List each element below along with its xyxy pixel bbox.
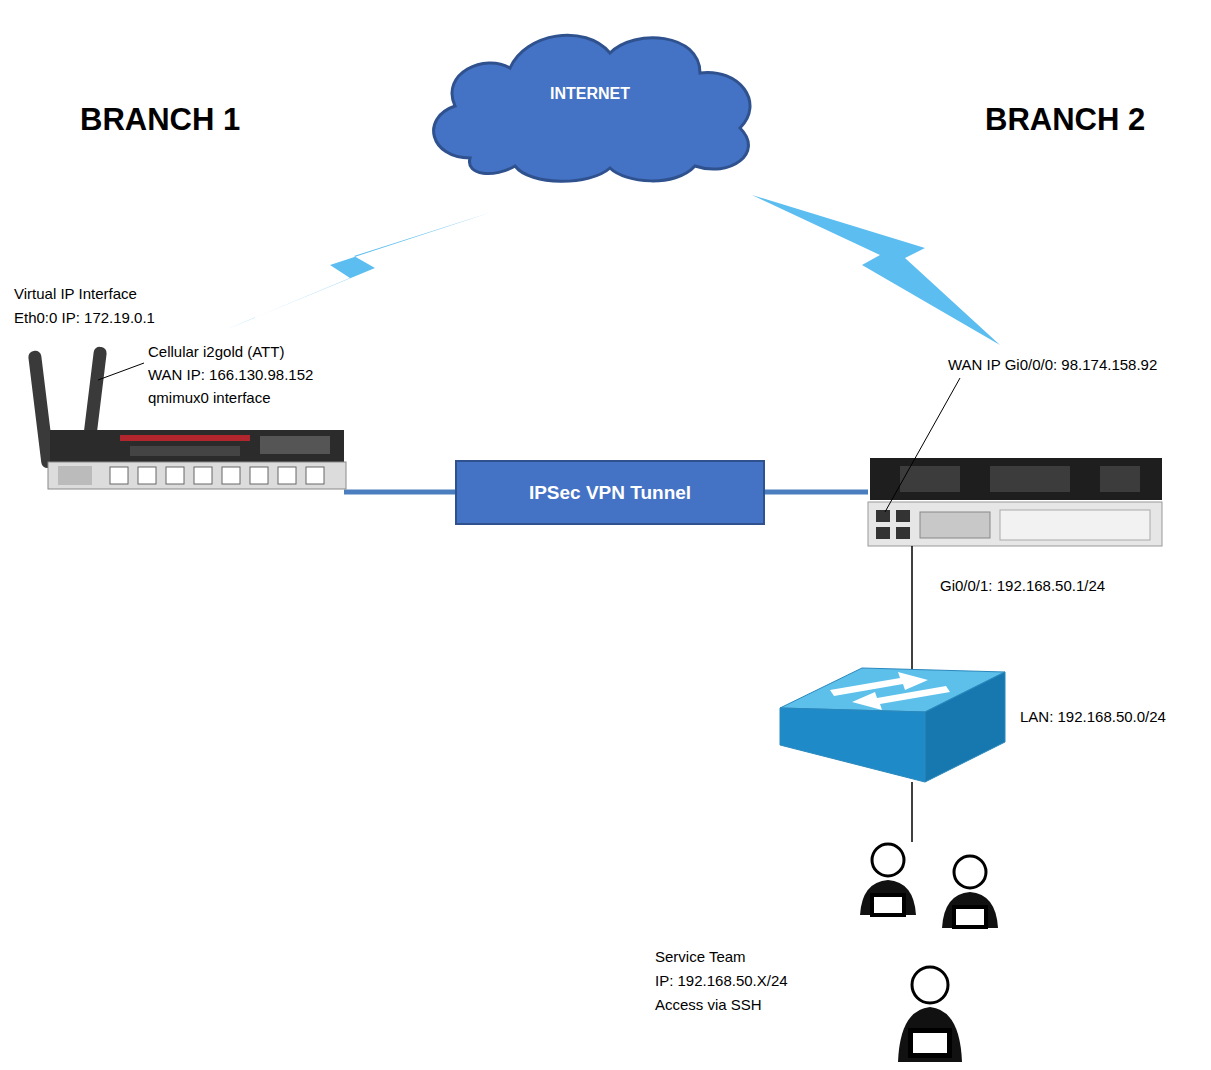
node-text: INTERNET (550, 85, 630, 103)
cisco-router (868, 458, 1162, 546)
lightning-bolt (752, 195, 1000, 345)
interface-label: Virtual IP Interface (14, 285, 137, 303)
node-text: IPSec VPN Tunnel (529, 482, 691, 504)
leader-line (885, 378, 960, 512)
wan-ip-label: WAN IP Gi0/0/0: 98.174.158.92 (948, 356, 1157, 374)
tunnel-link (764, 490, 868, 495)
lan-ip-label: Gi0/0/1: 192.168.50.1/24 (940, 577, 1105, 595)
lan-wire (911, 546, 913, 690)
lightning-bolt (225, 212, 492, 330)
wan-ip-label: WAN IP: 166.130.98.152 (148, 366, 313, 384)
team-label: Service Team (655, 948, 746, 966)
tunnel-box: IPSec VPN Tunnel (455, 460, 765, 525)
interface-label: Eth0:0 IP: 172.19.0.1 (14, 309, 155, 327)
cellular-label: Cellular i2gold (ATT) (148, 343, 284, 361)
cloud-shape: INTERNET (410, 18, 770, 183)
interface-label: qmimux0 interface (148, 389, 271, 407)
access-label: Access via SSH (655, 996, 762, 1014)
switch-symbol (780, 668, 1005, 782)
leader-line (98, 363, 144, 380)
lan-wire (911, 782, 913, 842)
branch-heading: BRANCH 2 (985, 101, 1145, 138)
person-icon (942, 856, 998, 929)
ip-label: IP: 192.168.50.X/24 (655, 972, 788, 990)
cellular-router (28, 346, 346, 489)
person-icon (860, 844, 916, 917)
person-icon (898, 967, 962, 1062)
branch-heading: BRANCH 1 (80, 101, 240, 138)
tunnel-link (344, 490, 456, 495)
lan-label: LAN: 192.168.50.0/24 (1020, 708, 1166, 726)
